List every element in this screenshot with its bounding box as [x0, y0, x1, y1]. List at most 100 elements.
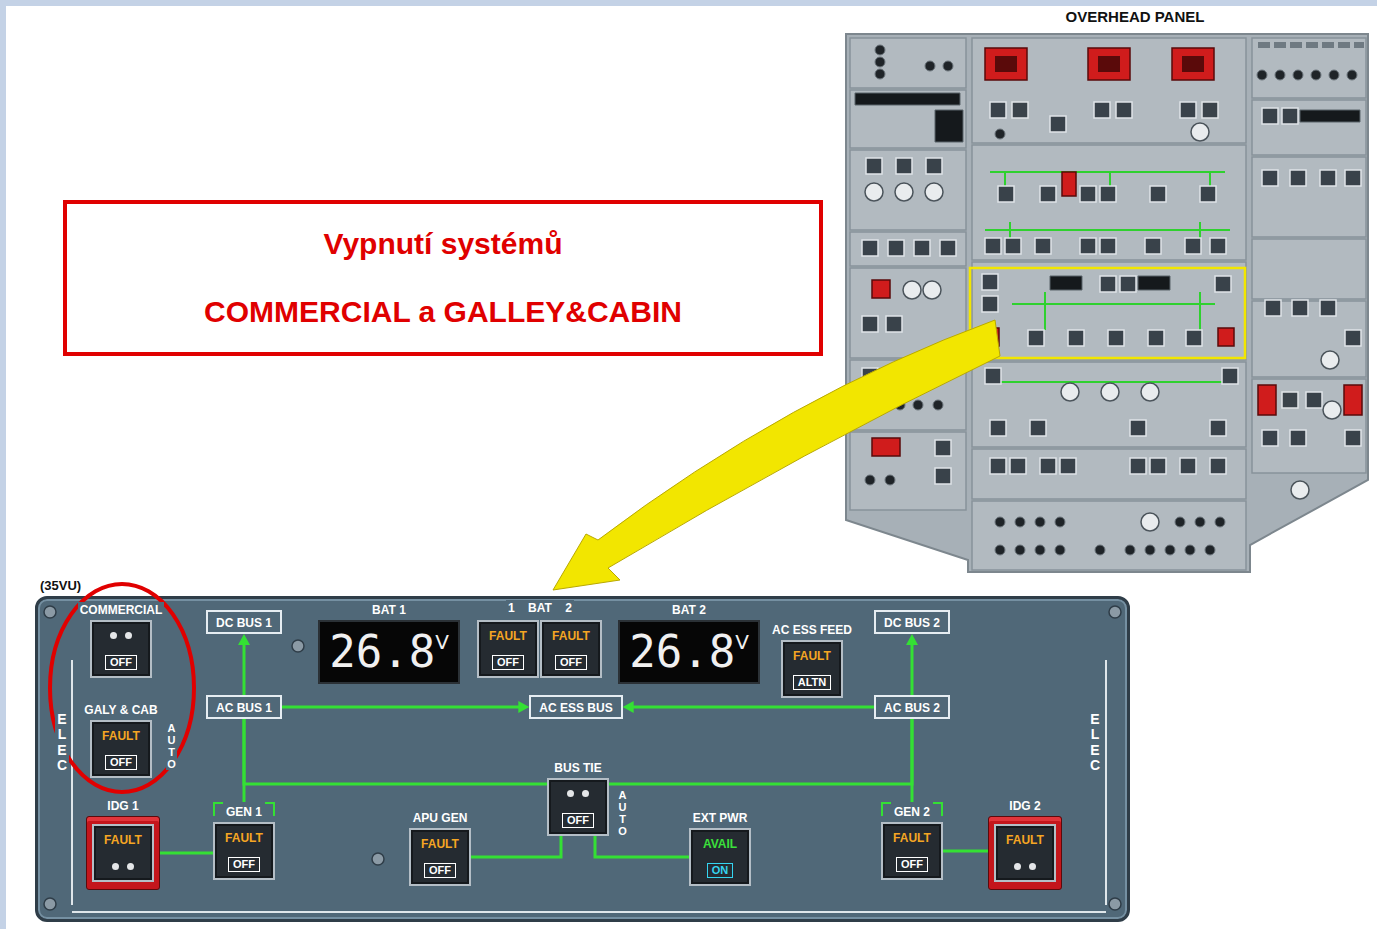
indicator-half: OFF [92, 749, 150, 776]
button-label: COMMERCIAL [78, 602, 165, 618]
bus-box: AC BUS 1 [206, 695, 282, 719]
highlight-ellipse [50, 584, 194, 792]
button-label: BUS TIE [552, 760, 603, 776]
pushbutton: OFF [547, 778, 609, 836]
pushbutton: FAULT [92, 824, 154, 882]
arrow-head [906, 634, 918, 645]
screw [372, 853, 384, 865]
pushbutton: FAULT OFF [213, 822, 275, 880]
pushbutton: FAULTALTN [781, 640, 843, 698]
label-row: EXT PWR [689, 808, 751, 824]
pushbutton: FAULT OFF [409, 828, 471, 886]
label-row: APU GEN [409, 808, 471, 824]
note-text: Vypnutí systémů [324, 226, 563, 262]
bus-line [623, 701, 874, 713]
gen-bracket [213, 802, 223, 816]
indicator-dots [112, 863, 134, 870]
indicator-half: FAULT [411, 830, 469, 857]
pushbutton-unit: GEN 2FAULTOFF [881, 802, 943, 880]
voltage-value: 26.8 [629, 630, 735, 674]
dot [567, 790, 574, 797]
bus-name: AC ESS BUS [539, 701, 612, 715]
fault-legend: FAULT [1006, 833, 1044, 847]
bus-line-path [244, 719, 547, 784]
auto-mark: AUTO [166, 722, 177, 770]
fault-legend: FAULT [225, 831, 263, 845]
overhead-subpanels [850, 38, 1366, 570]
screw [292, 640, 304, 652]
indicator-half [549, 780, 607, 807]
switch-legend: OFF [896, 857, 928, 872]
indicator-half [94, 853, 152, 880]
label-row: IDG 1 [86, 796, 160, 812]
switch-legend: OFF [105, 755, 137, 770]
note-text: COMMERCIAL a GALLEY&CABIN [204, 294, 682, 330]
indicator-half: FAULT [479, 622, 537, 649]
control-panel: (35VU)COMMERCIALOFFDC BUS 1BAT 126.8VFAU… [35, 576, 1130, 922]
label-row: IDG 2 [988, 796, 1062, 812]
label-row: GALY & CAB [82, 700, 159, 716]
slide-frame [0, 0, 6, 929]
button-label: GEN 1 [224, 804, 264, 820]
bus-line [943, 851, 988, 852]
button-label: APU GEN [411, 810, 470, 826]
slide-frame [0, 0, 1377, 6]
label-holder: AUTO [166, 722, 177, 770]
button-label: IDG 2 [1007, 798, 1042, 814]
overhead-knobs [865, 123, 1341, 531]
bus-line-path [242, 719, 245, 802]
pushbutton: AVAILON [689, 828, 751, 886]
pushbutton-unit: IDG 2 FAULT [988, 796, 1062, 890]
indicator-half: OFF [411, 857, 469, 884]
switch-legend: OFF [424, 863, 456, 878]
arrow-head [238, 634, 250, 645]
fault-legend: FAULT [102, 729, 140, 743]
bus-box: DC BUS 2 [874, 610, 950, 634]
overhead-indicator-strip [1258, 42, 1364, 48]
bus-name: DC BUS 2 [884, 616, 940, 630]
gen-bracket [265, 802, 275, 816]
indicator-half: FAULT [215, 824, 273, 851]
bus-line [244, 719, 547, 784]
gen-bracket [881, 802, 891, 816]
red-guard: FAULT [988, 816, 1062, 890]
bus-line [595, 836, 689, 857]
bus-line-path [910, 643, 913, 695]
battery-display: BAT 126.8V [318, 600, 460, 684]
label-holder: ELEC [1088, 712, 1102, 774]
overhead-red-guards [872, 48, 1362, 456]
switch-legend: OFF [555, 655, 587, 670]
button-label: IDG 1 [105, 798, 140, 814]
pushbutton-unit: EXT PWR AVAILON [689, 808, 751, 886]
bus-box: AC BUS 2 [874, 695, 950, 719]
label-row: BAT 2 [618, 600, 760, 616]
switch-legend: OFF [228, 857, 260, 872]
bus-line [238, 634, 250, 695]
indicator-half: OFF [92, 649, 150, 676]
bus-line [243, 719, 244, 802]
bus-line-path [160, 852, 213, 855]
button-label: GALY & CAB [82, 702, 159, 718]
indicator-half: FAULT [94, 826, 152, 853]
indicator-half: OFF [542, 649, 600, 676]
indicator-dots [1014, 863, 1036, 870]
bus-line-path [609, 719, 912, 784]
pushbutton-unit: GALY & CAB FAULT OFF [82, 700, 159, 778]
pushbutton-unit: BUS TIE OFF [547, 758, 609, 836]
screw [44, 606, 56, 618]
label-row: GEN 2 [881, 802, 943, 818]
battery-label: BAT 2 [670, 602, 708, 618]
voltmeter: 26.8V [618, 620, 760, 684]
panel-caption: OVERHEAD PANEL [1066, 8, 1205, 26]
bus-line [609, 719, 912, 784]
fault-legend: FAULT [104, 833, 142, 847]
arrow-head [623, 701, 634, 713]
dot [1014, 863, 1021, 870]
pushbutton-unit: COMMERCIAL OFF [78, 600, 165, 678]
bus-name: DC BUS 1 [216, 616, 272, 630]
label-row: COMMERCIAL [78, 600, 165, 616]
label-holder: AUTO [617, 789, 628, 837]
pointer-arrow [553, 320, 1000, 590]
pushbutton: FAULTOFF [540, 620, 602, 678]
indicator-half: OFF [215, 851, 273, 878]
